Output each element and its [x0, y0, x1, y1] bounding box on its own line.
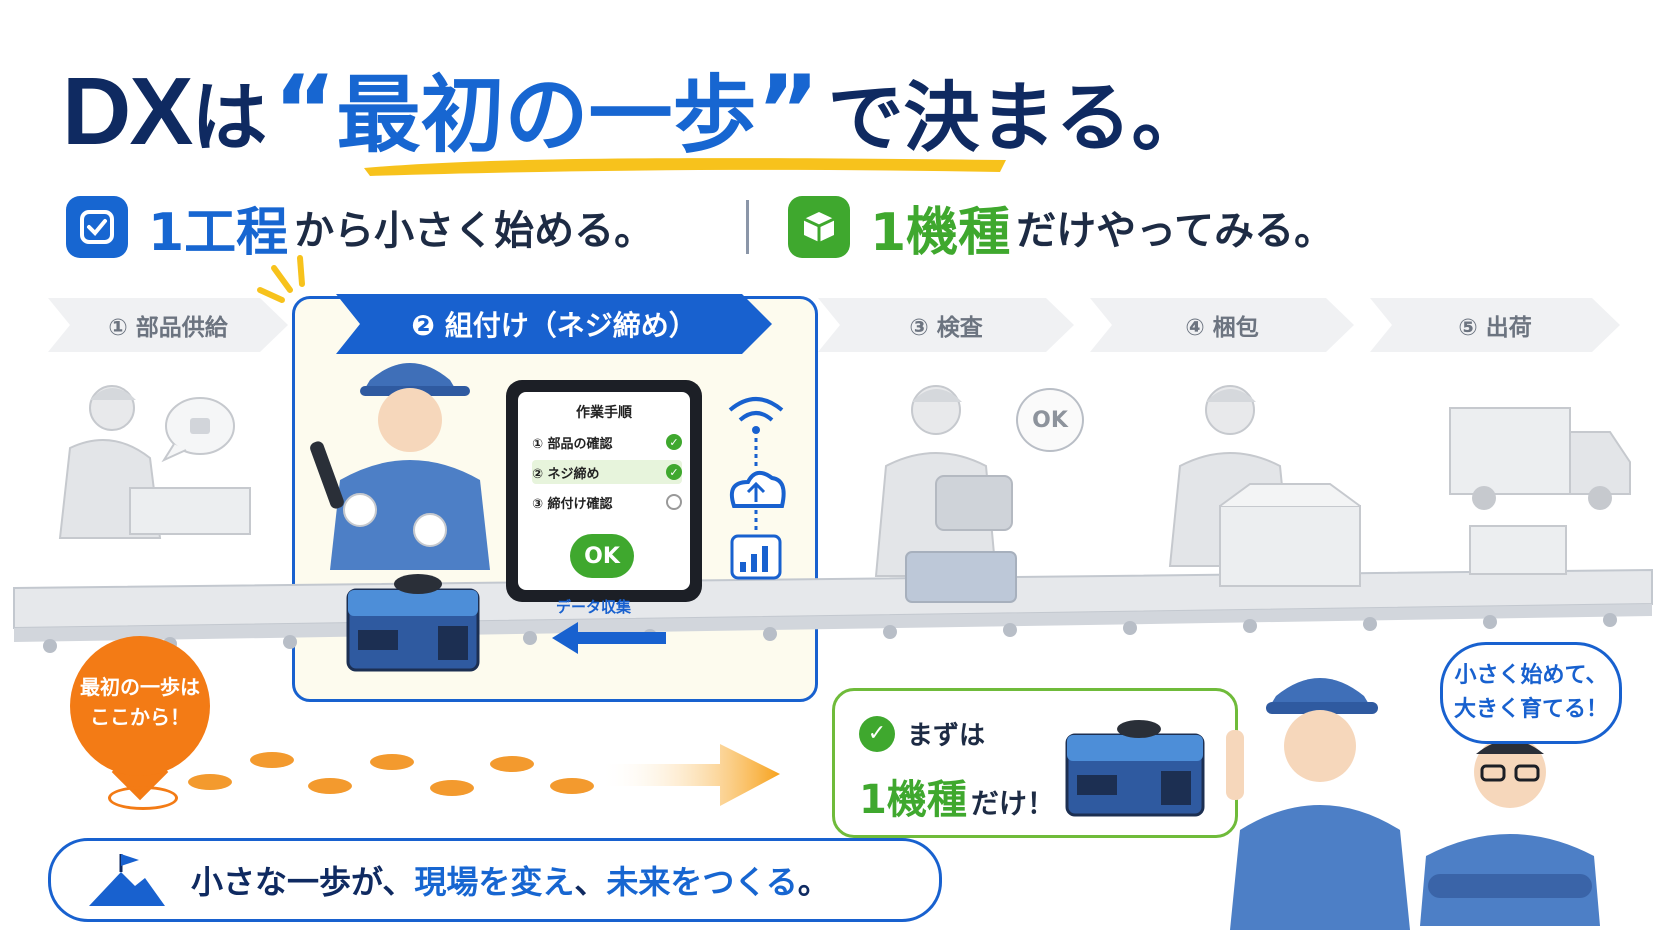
start-pin-text: 最初の一歩は ここから！	[70, 672, 210, 732]
step-assembly-active: ❷ 組付け（ネジ締め）	[336, 294, 772, 354]
yellow-brush-underline	[364, 158, 1006, 176]
check-icon: ✓	[666, 434, 682, 450]
tablet-step-1: ① 部品の確認 ✓	[532, 430, 682, 454]
banner-message: 小さな一歩が、現場を変え、未来をつくる。	[191, 857, 830, 903]
truck-icon	[1449, 407, 1631, 575]
tablet-step-3-label: ③ 締付け確認	[532, 496, 613, 512]
bottom-banner: 小さな一歩が、現場を変え、未来をつくる。	[48, 838, 942, 922]
headline-rest: で決まる。	[827, 73, 1208, 162]
step-packing: ④ 梱包	[1090, 298, 1354, 352]
data-collection-label: データ収集	[556, 598, 632, 616]
check-circle-icon: ✓	[859, 715, 895, 752]
tablet-step-3: ③ 締付け確認	[532, 490, 682, 514]
headline-quote-open: “	[273, 55, 337, 167]
ok-button[interactable]: OK	[570, 534, 634, 578]
tablet-step-1-label: ① 部品の確認	[532, 436, 613, 452]
start-pin-icon	[70, 636, 210, 776]
box-icon	[788, 196, 850, 258]
subheadline-right-small: だけやってみる。	[1016, 208, 1335, 254]
worker-parts-supply-icon	[58, 385, 251, 539]
check-icon: ✓	[666, 464, 682, 480]
worker-inspection-icon	[874, 385, 1017, 603]
headline-quote-close: ”	[756, 55, 820, 167]
callout-one-model: 1機種	[859, 777, 967, 823]
emphasis-lines-icon	[257, 255, 305, 303]
callout-first-text: まずは	[907, 721, 986, 751]
product-machine-icon	[1065, 720, 1205, 817]
worker-pointing-icon	[1226, 678, 1410, 930]
tablet-step-2-label: ② ネジ締め	[532, 466, 600, 482]
checklist-icon	[66, 196, 128, 258]
subheadline-divider	[746, 200, 749, 254]
inspection-ok-bubble: OK	[1016, 388, 1084, 452]
headline: DX は “ 最初の一歩 ” で決まる。	[62, 48, 1208, 168]
parts-speech-bubble-icon	[161, 397, 235, 463]
speech-line1: 小さく始めて、	[1454, 663, 1608, 688]
step-inspection: ③ 検査	[818, 298, 1074, 352]
speech-text: 小さく始めて、 大きく育てる！	[1443, 659, 1619, 727]
callout-only: だけ！	[970, 787, 1055, 820]
mountain-flag-icon	[89, 854, 165, 906]
subheadline-right-big: 1機種	[870, 202, 1011, 263]
subheadline-left-small: から小さく始める。	[294, 208, 655, 254]
conveyor-belt	[13, 568, 1653, 653]
start-pin-line1: 最初の一歩は	[80, 675, 200, 699]
worker-packing-icon	[1168, 385, 1361, 587]
tablet-screen: 作業手順 ① 部品の確認 ✓ ② ネジ締め ✓ ③ 締付け確認 OK	[518, 392, 690, 590]
banner-part1: 小さな一歩が、	[191, 863, 415, 901]
callout-line2: 1機種 だけ！	[859, 767, 1055, 825]
worker-assembly-icon	[310, 363, 490, 570]
one-model-callout: ✓ まずは 1機種 だけ！	[832, 688, 1238, 838]
speech-line2: 大きく育てる！	[1453, 697, 1608, 722]
subheadline-right: 1機種 だけやってみる。	[788, 192, 1335, 263]
flow-arrow-left-icon	[552, 622, 666, 654]
banner-part3: 、	[574, 863, 607, 901]
callout-line1: ✓ まずは	[859, 715, 985, 752]
step-parts-supply: ① 部品供給	[48, 298, 288, 352]
banner-part5: 。	[797, 863, 830, 901]
data-upload-icon	[728, 397, 786, 580]
subheadline-left: 1工程 から小さく始める。	[66, 192, 655, 263]
headline-particle: は	[191, 73, 268, 162]
tablet-title: 作業手順	[576, 405, 632, 421]
banner-part4: 未来をつくる	[606, 863, 798, 901]
step-shipping: ⑤ 出荷	[1370, 298, 1620, 352]
pin-ground-ring	[108, 786, 178, 810]
tablet-step-2: ② ネジ締め ✓	[532, 460, 682, 484]
manager-arms-crossed-icon	[1420, 736, 1600, 926]
subheadline-left-big: 1工程	[148, 202, 289, 263]
product-machine-icon	[346, 574, 480, 672]
footsteps-arrow-icon	[188, 744, 780, 806]
unchecked-circle-icon	[666, 494, 682, 510]
work-instruction-tablet: 作業手順 ① 部品の確認 ✓ ② ネジ締め ✓ ③ 締付け確認 OK	[506, 380, 702, 602]
manager-speech-bubble: 小さく始めて、 大きく育てる！	[1440, 642, 1622, 744]
headline-emphasis: 最初の一歩	[336, 66, 757, 164]
banner-part2: 現場を変え	[414, 863, 575, 901]
headline-dx: DX	[62, 58, 193, 165]
start-pin-line2: ここから！	[90, 705, 190, 729]
